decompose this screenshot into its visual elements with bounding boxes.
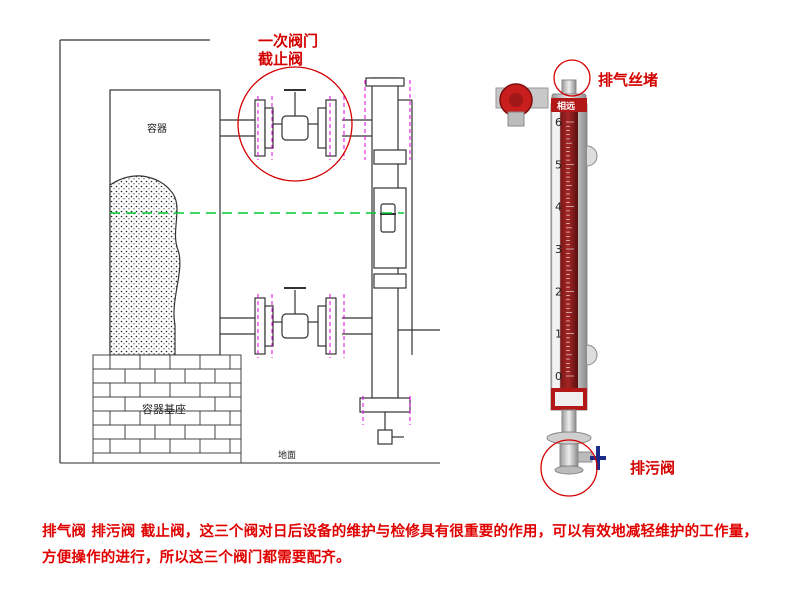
scale-number: 3	[555, 243, 562, 256]
scale-number: 1	[555, 328, 562, 341]
ground-label: 地面	[278, 449, 296, 461]
scale-number: 4	[555, 201, 562, 214]
scale-number: 2	[555, 285, 562, 298]
lower-stop-valve	[254, 287, 337, 355]
gauge-red-column	[558, 110, 578, 392]
vent-plug-callout: 排气丝堵	[598, 71, 659, 89]
drain-valve-callout: 排污阀	[630, 459, 676, 477]
container-label: 容器	[147, 122, 167, 135]
drain-valve-callout-ring	[540, 439, 598, 497]
footer-description: 排气阀 排污阀 截止阀，这三个阀对日后设备的维护与检修具有很重要的作用，可以有效…	[42, 524, 759, 566]
scale-number: 0	[555, 370, 562, 383]
vent-plug-callout-ring	[553, 59, 591, 97]
drain-valve-handle-icon	[590, 446, 606, 470]
scale-number: 6	[555, 116, 562, 129]
magnetic-level-gauge: 相远 6 5 4 3 2 1 0	[495, 79, 606, 475]
primary-valve-callout-line1: 一次阀门	[258, 32, 319, 50]
brand-label: 相远	[557, 100, 576, 112]
primary-valve-callout-line2: 截止阀	[258, 50, 304, 68]
container-liquid	[109, 175, 181, 356]
primary-valve-callout: 一次阀门 截止阀	[258, 32, 318, 68]
scale-number: 5	[555, 158, 562, 171]
upper-stop-valve	[254, 89, 337, 157]
installation-drawing	[59, 39, 440, 464]
gauge-column-drawing	[359, 77, 440, 445]
centerline-marks	[257, 80, 411, 425]
primary-valve-callout-ring	[237, 66, 353, 182]
container-base-label: 容器基座	[142, 402, 186, 416]
container-base	[92, 354, 242, 464]
